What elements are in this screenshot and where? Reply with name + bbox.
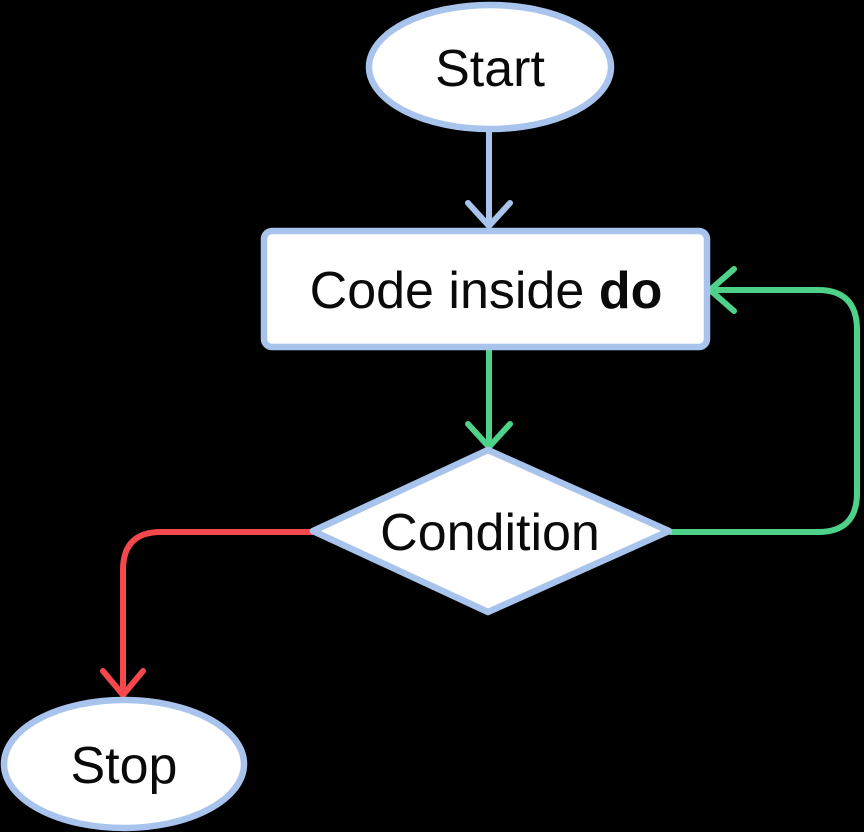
- condition-node: Condition: [309, 446, 673, 616]
- condition-label: Condition: [380, 504, 600, 562]
- exit-arrow: [100, 529, 318, 698]
- code-block-label-regular: Code inside: [310, 262, 585, 320]
- arrowhead-down-icon: [465, 200, 513, 229]
- stop-label: Stop: [71, 737, 178, 795]
- arrowhead-down-icon: [100, 668, 146, 698]
- stop-ellipse: [0, 696, 248, 832]
- arrow-start-to-code: [465, 128, 513, 229]
- start-ellipse: [365, 1, 615, 133]
- stop-node: Stop: [0, 696, 248, 832]
- code-block-label-bold: do: [599, 262, 663, 320]
- loop-back-arrow-shaft: [667, 287, 860, 535]
- start-node: Start: [365, 1, 615, 133]
- start-label: Start: [435, 40, 545, 98]
- arrow-code-to-condition: [465, 348, 513, 450]
- code-block-rect: [260, 227, 711, 351]
- exit-arrow-shaft: [120, 529, 318, 695]
- condition-diamond: [309, 446, 673, 616]
